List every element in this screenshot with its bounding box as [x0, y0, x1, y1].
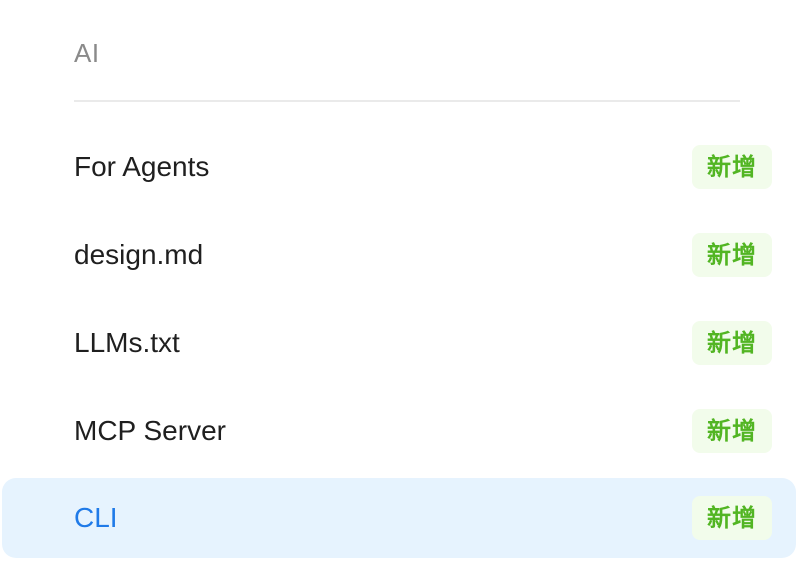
section-title-ai: AI	[74, 38, 100, 68]
nav-item-label: CLI	[74, 502, 118, 533]
nav-item-for-agents[interactable]: For Agents 新增	[2, 127, 796, 207]
new-badge: 新增	[692, 409, 772, 453]
nav-item-label: For Agents	[74, 151, 210, 182]
nav-item-label: design.md	[74, 239, 204, 270]
nav-item-design-md[interactable]: design.md 新增	[2, 215, 796, 295]
section-divider	[74, 100, 740, 102]
new-badge: 新增	[692, 321, 772, 365]
new-badge: 新增	[692, 145, 772, 189]
new-badge: 新增	[692, 496, 772, 540]
nav-item-llms-txt[interactable]: LLMs.txt 新增	[2, 303, 796, 383]
new-badge: 新增	[692, 233, 772, 277]
nav-item-label: MCP Server	[74, 415, 226, 446]
nav-item-label: LLMs.txt	[74, 327, 180, 358]
nav-item-cli[interactable]: CLI 新增	[2, 478, 796, 558]
nav-item-mcp-server[interactable]: MCP Server 新增	[2, 391, 796, 471]
